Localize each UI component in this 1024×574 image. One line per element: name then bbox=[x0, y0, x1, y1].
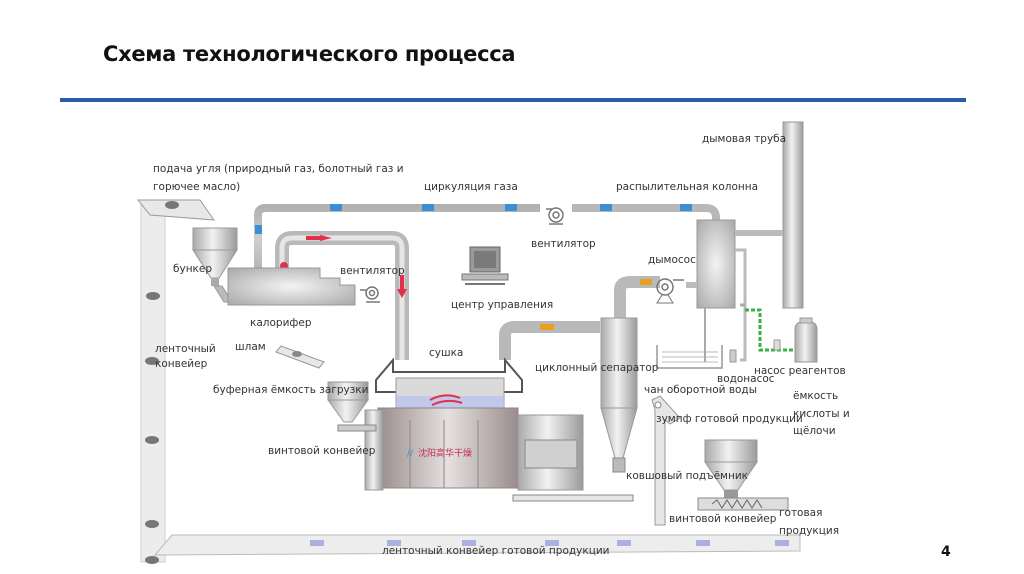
smoke-exhauster bbox=[614, 276, 697, 330]
label-dryer: сушка bbox=[429, 347, 464, 359]
label-finished-product-line1: готовая bbox=[779, 507, 823, 519]
sludge-conveyor bbox=[275, 345, 325, 369]
label-finished-product-line2: продукция bbox=[779, 525, 840, 537]
product-sump bbox=[704, 439, 758, 498]
gas-flow-markers bbox=[255, 204, 692, 234]
label-chimney: дымовая труба bbox=[702, 133, 787, 145]
label-water-pump: водонасос bbox=[717, 373, 775, 385]
product-belt-conveyor bbox=[153, 534, 801, 556]
label-product-belt-conveyor: ленточный конвейер готовой продукции bbox=[382, 545, 610, 557]
page-number: 4 bbox=[941, 544, 951, 560]
fan-icon-top bbox=[546, 207, 564, 225]
label-heater: калорифер bbox=[250, 317, 312, 329]
coal-lumps bbox=[145, 201, 179, 564]
label-sludge: шлам bbox=[235, 341, 266, 353]
buffer-tank bbox=[327, 381, 377, 432]
label-screw-conveyor-right: винтовой конвейер bbox=[669, 513, 777, 525]
label-acid-tank-line3: щёлочи bbox=[793, 425, 836, 437]
conveyor-frame bbox=[140, 199, 166, 563]
label-water-tank: чан оборотной воды bbox=[644, 384, 757, 396]
label-bunker: бункер bbox=[173, 263, 213, 275]
label-buffer-tank: буферная ёмкость загрузки bbox=[213, 384, 369, 396]
label-control-center: центр управления bbox=[451, 299, 554, 311]
label-fan-top: вентилятор bbox=[531, 238, 596, 250]
bucket-elevator bbox=[651, 395, 681, 526]
screw-conveyor-right bbox=[697, 497, 789, 511]
label-belt-conveyor-line1: ленточный bbox=[155, 343, 216, 355]
label-bucket-elevator: ковшовый подъёмник bbox=[626, 470, 749, 482]
label-reagent-pump: насос реагентов bbox=[754, 365, 846, 377]
chimney bbox=[735, 121, 804, 309]
fan-icon-heater bbox=[360, 286, 380, 303]
conveyor-head bbox=[136, 199, 216, 221]
gas-circulation-pipe bbox=[254, 204, 720, 280]
left-belt-conveyor bbox=[136, 199, 216, 564]
svg-text://: // bbox=[407, 449, 414, 459]
label-product-sump: зумпф готовой продукции bbox=[656, 413, 803, 425]
label-spray-column: распылительная колонна bbox=[616, 181, 759, 193]
label-coal-feed-line2: горючее масло) bbox=[153, 181, 241, 193]
water-tank bbox=[656, 248, 747, 369]
label-screw-conveyor-left: винтовой конвейер bbox=[268, 445, 376, 457]
title-underline bbox=[60, 98, 966, 102]
label-acid-tank-line1: ёмкость bbox=[793, 390, 839, 402]
reagent-system bbox=[745, 308, 818, 363]
bunker bbox=[192, 227, 238, 303]
dryer-machine: 沈阳高华干燥 // bbox=[364, 357, 634, 502]
label-smoke-exhauster: дымосос bbox=[648, 254, 696, 266]
computer-icon bbox=[461, 246, 509, 285]
label-fan-heater: вентилятор bbox=[340, 265, 405, 277]
equipment-brand-text: 沈阳高华干燥 bbox=[418, 447, 472, 459]
cyclone-separator bbox=[499, 317, 638, 473]
label-cyclone-separator: циклонный сепаратор bbox=[535, 362, 659, 374]
heater bbox=[227, 267, 356, 306]
spray-column bbox=[696, 219, 736, 309]
label-gas-circulation: циркуляция газа bbox=[424, 181, 518, 193]
label-acid-tank-line2: кислоты и bbox=[793, 408, 850, 420]
slide-title: Схема технологического процесса bbox=[103, 42, 516, 66]
label-belt-conveyor-line2: конвейер bbox=[155, 358, 208, 370]
label-coal-feed-line1: подача угля (природный газ, болотный газ… bbox=[153, 163, 404, 175]
